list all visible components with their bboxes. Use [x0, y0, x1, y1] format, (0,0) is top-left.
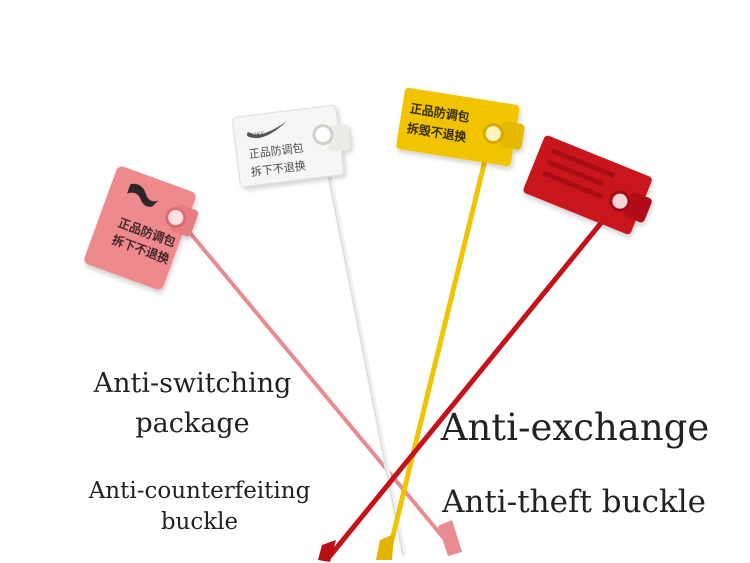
yellow-tag-hole: [482, 123, 504, 145]
white-tag: NIKE 正品防调包 拆下不退换: [232, 104, 351, 188]
red-strap: [318, 209, 613, 562]
white-tag-hole: [312, 124, 334, 146]
caption-anti-exchange: Anti-exchange: [440, 406, 710, 449]
caption-anti-switching-line-2: package: [135, 408, 250, 439]
white-tag-line-1: 正品防调包: [248, 140, 304, 161]
caption-anti-switching-package: Anti-switching package: [70, 364, 315, 444]
pink-tag: 正品防调包 拆下不退换: [84, 166, 199, 290]
yellow-strap: [376, 137, 493, 560]
svg-text:NIKE: NIKE: [250, 131, 265, 140]
puma-logo: [127, 183, 159, 207]
caption-anti-counterfeiting-buckle: Anti-counterfeiting buckle: [72, 476, 327, 538]
yellow-tag: 正品防调包 拆毁不退换: [396, 87, 525, 167]
white-strap: [320, 139, 407, 558]
pink-tag-hole: [165, 207, 187, 229]
red-tag: [523, 135, 652, 235]
red-tag-hole: [609, 190, 631, 212]
caption-anti-theft-buckle: Anti-theft buckle: [442, 484, 706, 520]
white-tag-line-2: 拆下不退换: [250, 158, 306, 179]
caption-anti-counterfeiting-line-1: Anti-counterfeiting: [88, 478, 311, 504]
caption-anti-switching-line-1: Anti-switching: [93, 368, 292, 399]
nike-swoosh-logo: NIKE: [246, 120, 288, 140]
caption-anti-counterfeiting-line-2: buckle: [160, 509, 239, 535]
red-tag-embossed-text: [542, 148, 616, 199]
